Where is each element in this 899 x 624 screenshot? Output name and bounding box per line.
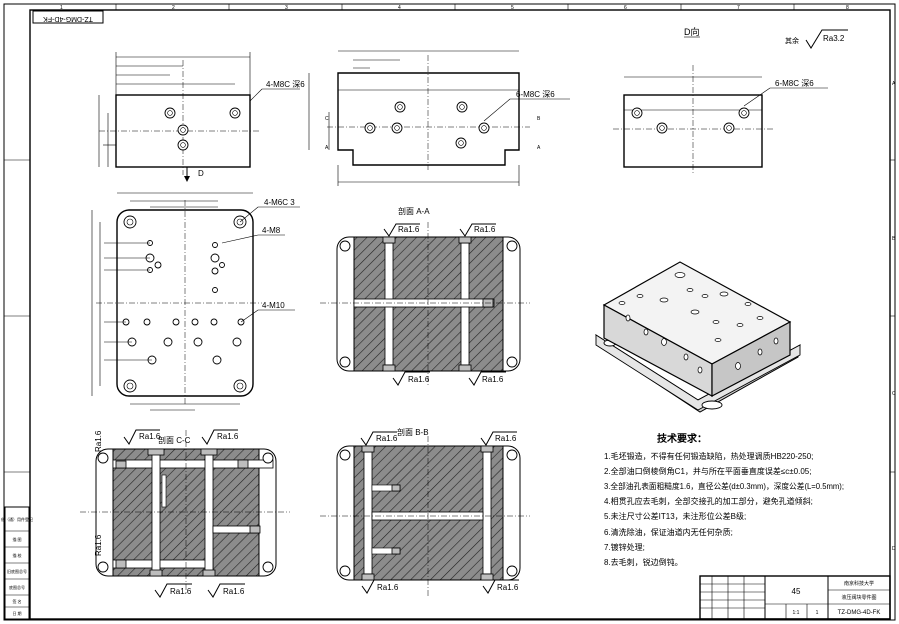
grid-col-4: 4 [398,5,401,11]
front-view: 4-M8C 深6 D [98,52,305,182]
side-row-register: 借（通）用件登记 [1,516,33,522]
grid-col-6: 6 [624,5,627,11]
side-row-check: 描 校 [12,552,21,558]
section-aa-title: 剖面 A-A [398,206,430,216]
svg-text:C: C [325,116,329,122]
title-block: 45 南京科技大学 液压阀块零件图 TZ-DMG-4D-FK 1:1 1 [699,575,891,620]
cc-ra-side-bottom: Ra1.6 [94,534,103,556]
aa-ra-bottom-right: Ra1.6 [482,375,504,384]
side-row-date: 日 期 [12,610,21,616]
grid-col-5: 5 [511,5,514,11]
top-view: 6-M8C 深6 C A B A [308,50,570,186]
aa-ra-top-left: Ra1.6 [398,225,420,234]
tech-item-6: 6.清洗除油，保证油道内无任何杂质; [604,527,733,537]
grid-col-1: 1 [60,5,63,11]
section-c-c: 剖面 C-C Ra1.6 Ra1.6 Ra1.6 Ra1.6 Ra1.6 Ra1… [80,429,290,598]
title-part-name: 液压阀块零件图 [841,594,876,601]
drawing-frame [3,3,896,621]
tech-item-1: 1.毛坯锻造，不得有任何锻造缺陷，热处理调质HB220-250; [604,451,813,461]
section-bb-title: 剖面 B-B [397,427,429,437]
tech-req-title: 技术要求： [657,432,707,445]
section-a-a: 剖面 A-A Ra1.6 Ra1.6 Ra1.6 Ra1.6 [320,206,530,386]
svg-text:B: B [537,116,541,122]
grid-row-c: C [892,391,896,397]
cc-ra-top-left: Ra1.6 [139,432,161,441]
side-row-old-no: 旧底图总号 [7,568,27,574]
grid-col-2: 2 [172,5,175,11]
side-row-sign: 签 名 [12,598,21,604]
grid-col-8: 8 [846,5,849,11]
section-b-b: 剖面 B-B Ra1.6 Ra1.6 Ra1.6 Ra1.6 [320,427,530,596]
cc-ra-bottom-right: Ra1.6 [223,587,245,596]
cc-ra-top-right: Ra1.6 [217,432,239,441]
side-row-trace: 描 图 [12,536,21,542]
title-sheet: 1 [816,610,819,616]
plan-m10-callout: 4-M10 [262,301,285,310]
drawing-number-stamp: TZ-DMG-4D-FK [43,15,93,22]
grid-col-3: 3 [285,5,288,11]
tech-item-4: 4.相贯孔应去毛刺，全部交接孔的加工部分，避免孔道倾斜; [604,496,813,506]
title-school: 南京科技大学 [844,580,874,587]
svg-text:A: A [325,145,329,151]
d-direction-view: D向 其余 Ra3.2 6-M8C 深6 [613,26,848,175]
title-quantity: 45 [792,587,801,596]
grid-col-7: 7 [737,5,740,11]
tech-item-5: 5.未注尺寸公差IT13，未注形位公差B级; [604,511,746,521]
tech-item-7: 7.镀锌处理; [604,542,645,552]
plan-m6c-callout: 4-M6C 3 [264,198,295,207]
grid-column-labels: 1 2 3 4 5 6 7 8 A B C D [60,5,896,552]
cc-ra-side-top: Ra1.6 [94,430,103,452]
bb-ra-top-left: Ra1.6 [376,434,398,443]
title-scale: 1:1 [793,610,800,616]
grid-row-a: A [892,81,896,87]
grid-row-d: D [892,546,896,552]
cc-ra-bottom-left: Ra1.6 [170,587,192,596]
surface-note-label: 其余 [785,36,799,45]
tech-item-3: 3.全部油孔表面粗糙度1.6，直径公差(d±0.3mm)，深度公差(L=0.5m… [604,481,844,491]
plan-view: 4-M6C 3 4-M8 4-M10 [91,192,300,411]
view-d-title: D向 [684,26,700,37]
isometric-view [595,261,801,413]
right-m8c-callout: 6-M8C 深6 [775,79,814,88]
tech-item-2: 2.全部油口倒棱倒角C1，并与所在平面垂直度误差≤c±0.05; [604,466,811,476]
plan-m8-callout: 4-M8 [262,226,281,235]
aa-ra-top-right: Ra1.6 [474,225,496,234]
surface-note-value: Ra3.2 [823,34,845,43]
svg-text:A: A [537,145,541,151]
bb-ra-bottom-left: Ra1.6 [377,583,399,592]
bb-ra-top-right: Ra1.6 [495,434,517,443]
side-registration-table: 借（通）用件登记 描 图 描 校 旧底图总号 底图总号 签 名 日 期 [1,506,33,620]
technical-requirements: 技术要求： 1.毛坯锻造，不得有任何锻造缺陷，热处理调质HB220-250; 2… [604,432,844,567]
section-cc-title: 剖面 C-C [158,435,191,445]
tech-item-8: 8.去毛刺，锐边倒钝。 [604,557,683,567]
bb-ra-bottom-right: Ra1.6 [497,583,519,592]
top-m8c-callout: 6-M8C 深6 [516,90,555,99]
front-m8c-callout: 4-M8C 深6 [266,80,305,89]
view-arrow-d-label: D [198,169,204,178]
aa-ra-bottom-left: Ra1.6 [408,375,430,384]
title-drawing-no: TZ-DMG-4D-FK [838,610,881,616]
side-row-base-no: 底图总号 [9,584,25,590]
grid-row-b: B [892,236,896,242]
